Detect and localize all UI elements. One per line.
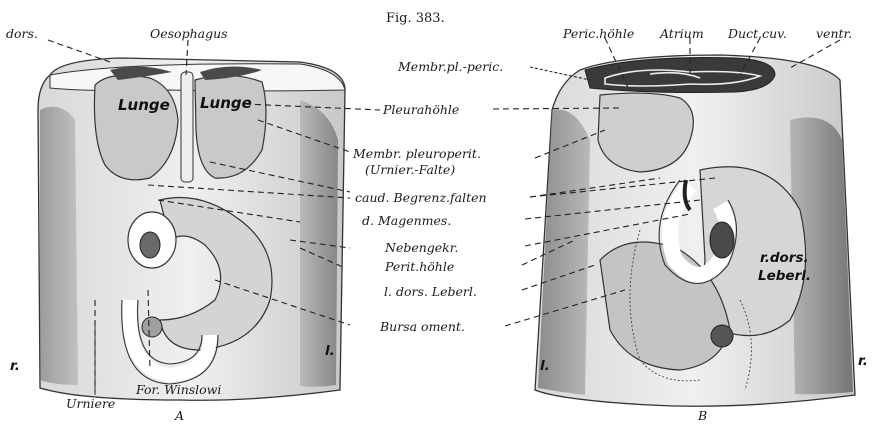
label-ventr: ventr.: [816, 26, 852, 41]
label-pleurahoehle: Pleurahöhle: [382, 102, 459, 117]
panel-a-vessel: [140, 232, 160, 258]
panel-a-drawing: [38, 58, 345, 400]
label-lunge-left: Lunge: [118, 96, 170, 114]
panel-a-left-wall: [40, 107, 78, 385]
panel-b-left-wall: [538, 109, 590, 395]
label-panel-b-corner-l: l.: [540, 358, 550, 374]
label-r-dors: r.dors.: [760, 250, 809, 266]
label-membr-pleuroperit-2: (Urnier.-Falte): [365, 162, 455, 177]
label-lunge-right: Lunge: [200, 94, 252, 112]
label-panel-a-corner-l: l.: [325, 343, 335, 359]
label-leberl: Leberl.: [758, 268, 811, 284]
label-panel-b-letter: B: [697, 408, 707, 423]
label-membr-pl-peric: Membr.pl.-peric.: [397, 59, 503, 74]
panel-a-oesophagus-tube: [181, 72, 193, 182]
label-bursa-oment: Bursa oment.: [379, 319, 465, 334]
label-urniere: Urniere: [66, 396, 115, 411]
label-dors: dors.: [6, 26, 38, 41]
label-perit-hoehle: Perit.höhle: [384, 259, 454, 274]
panel-b-foramen: [711, 325, 733, 347]
label-panel-a-corner-r: r.: [10, 358, 20, 374]
label-caud-begrenz: caud. Begrenz.falten: [355, 190, 487, 205]
label-oesophagus: Oesophagus: [150, 26, 228, 41]
label-duct-cuv: Duct.cuv.: [727, 26, 787, 41]
label-peric-hoehle: Peric.höhle: [562, 26, 634, 41]
figure-title: Fig. 383.: [386, 11, 445, 26]
label-atrium: Atrium: [659, 26, 704, 41]
label-l-dors-leberl: l. dors. Leberl.: [384, 284, 477, 299]
label-nebengekr: Nebengekr.: [384, 240, 458, 255]
panel-b-drawing: [535, 55, 855, 406]
label-magenmes: d. Magenmes.: [362, 213, 451, 228]
label-winslow: For. Winslowi: [135, 382, 221, 397]
label-panel-b-corner-r: r.: [858, 353, 868, 369]
panel-a-winslow-foramen: [142, 317, 162, 337]
label-membr-pleuroperit-1: Membr. pleuroperit.: [352, 146, 481, 161]
panel-b-vessel: [710, 222, 734, 258]
label-panel-a-letter: A: [174, 408, 184, 423]
